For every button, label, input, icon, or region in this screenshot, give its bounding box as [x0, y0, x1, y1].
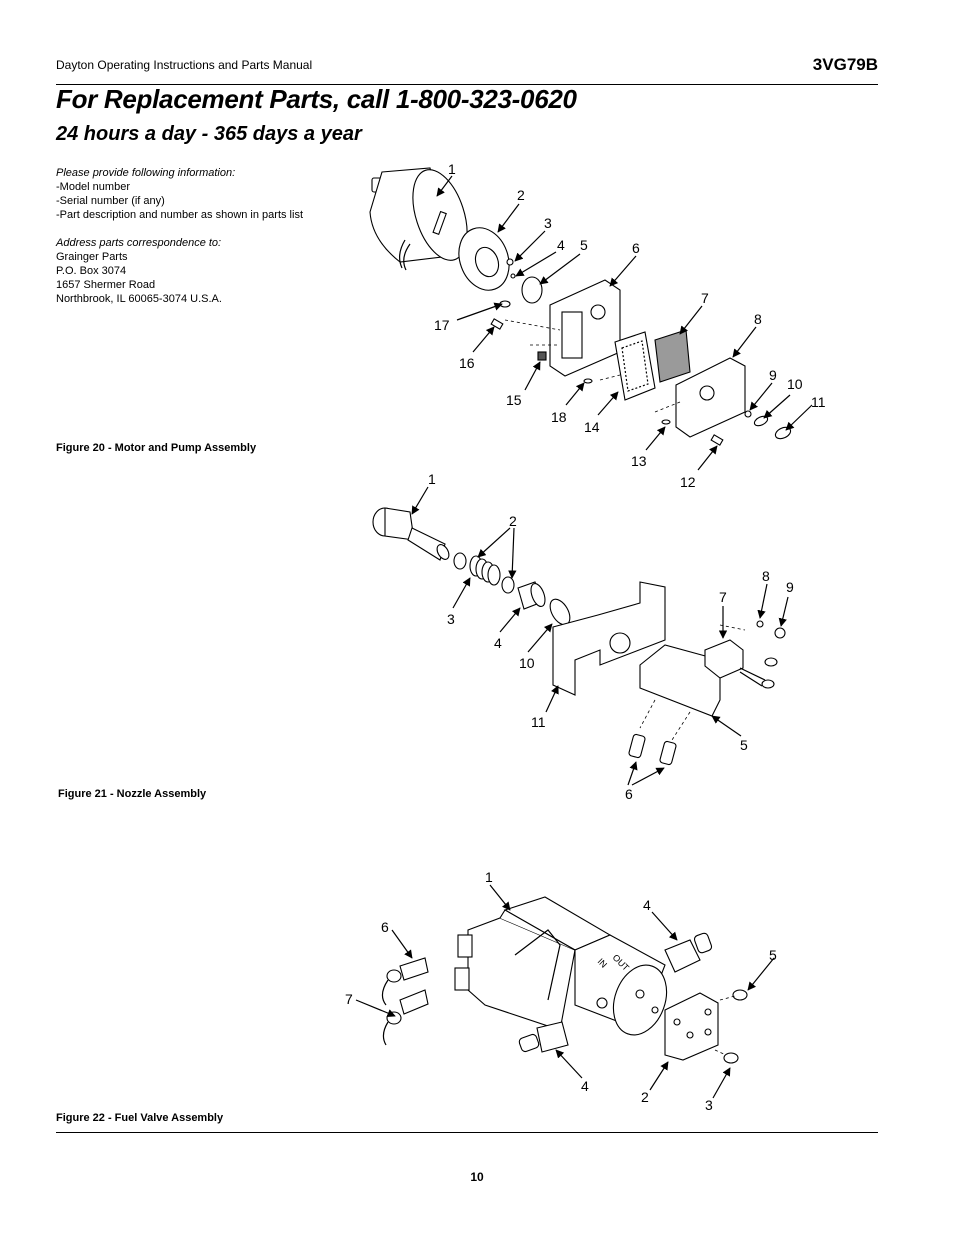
motor-part [369, 167, 468, 271]
pump-flange-part [458, 227, 510, 291]
rotor-part [521, 276, 543, 304]
wire-connector-part [381, 957, 429, 1046]
callout-label: 4 [643, 897, 651, 913]
electrode-block-part [639, 644, 721, 717]
callout-label: 4 [494, 635, 502, 651]
callout-label: 1 [428, 471, 436, 487]
callout-label: 7 [719, 589, 727, 605]
fitting-part [518, 932, 713, 1053]
callout-label: 3 [447, 611, 455, 627]
washer-part [453, 552, 467, 570]
figure-22-caption: Figure 22 - Fuel Valve Assembly [56, 1112, 224, 1124]
screw-part [732, 989, 748, 1001]
model-number: 3VG79B [812, 55, 878, 74]
info-block: Please provide following information: -M… [56, 166, 303, 306]
end-cover-part [675, 357, 746, 438]
terminal-part [704, 639, 744, 679]
info-item: -Serial number (if any) [56, 195, 165, 207]
terminal-tab-part [457, 934, 473, 958]
callout-label: 2 [509, 513, 517, 529]
address-line: Northbrook, IL 60065-3074 U.S.A. [56, 293, 222, 305]
callout-label: 1 [448, 161, 456, 177]
callout-label: 10 [787, 376, 803, 392]
callout-label: 9 [769, 367, 777, 383]
nozzle-tip-part [628, 733, 677, 766]
spring-part [469, 555, 501, 586]
callout-label: 13 [631, 453, 647, 469]
terminal-tab-part [454, 967, 470, 991]
callout-label: 2 [517, 187, 525, 203]
callout-label: 1 [485, 869, 493, 885]
callout-label: 4 [581, 1078, 589, 1094]
nozzle-body-part [372, 507, 450, 561]
callout-label: 17 [434, 317, 450, 333]
info-prompt: Please provide following information: [56, 167, 236, 179]
callout-label: 5 [740, 737, 748, 753]
callout-label: 5 [769, 947, 777, 963]
screw-part [723, 1052, 739, 1064]
bracket-part [552, 581, 666, 696]
callout-label: 11 [531, 714, 546, 730]
callout-label: 3 [544, 215, 552, 231]
figure-21-caption: Figure 21 - Nozzle Assembly [58, 788, 207, 800]
valve-body-part [574, 934, 668, 1036]
callout-label: 15 [506, 392, 522, 408]
info-item: -Part description and number as shown in… [56, 209, 304, 221]
address-line: P.O. Box 3074 [56, 265, 127, 277]
address-line: Grainger Parts [56, 251, 128, 263]
cylinder-part [517, 581, 546, 610]
washer-part [501, 576, 515, 594]
callout-label: 6 [632, 240, 640, 256]
callout-label: 6 [381, 919, 389, 935]
callout-label: 18 [551, 409, 567, 425]
manual-title: Dayton Operating Instructions and Parts … [56, 58, 313, 72]
address-prompt: Address parts correspondence to: [56, 237, 222, 249]
address-line: 1657 Shermer Road [56, 279, 156, 291]
callout-label: 11 [811, 394, 826, 410]
page-subtitle: 24 hours a day - 365 days a year [56, 123, 362, 145]
callout-label: 8 [754, 311, 762, 327]
callout-label: 9 [786, 579, 794, 595]
info-item: -Model number [56, 181, 130, 193]
footer-rule [56, 1132, 878, 1133]
page-title: For Replacement Parts, call 1-800-323-06… [56, 84, 577, 114]
mount-bracket-part [664, 992, 719, 1061]
callout-label: 7 [701, 290, 709, 306]
header-rule [56, 84, 878, 85]
callout-label: 4 [557, 237, 565, 253]
callout-label: 14 [584, 419, 600, 435]
callout-label: 12 [680, 474, 696, 490]
callout-label: 8 [762, 568, 770, 584]
callout-label: 2 [641, 1089, 649, 1105]
filter-frame-part [614, 331, 656, 401]
filter-part [654, 329, 691, 383]
callout-label: 16 [459, 355, 475, 371]
callout-label: 6 [625, 786, 633, 802]
callout-label: 3 [705, 1097, 713, 1113]
callout-label: 5 [580, 237, 588, 253]
callout-label: 10 [519, 655, 535, 671]
page-number: 10 [470, 1170, 484, 1184]
callout-label: 7 [345, 991, 353, 1007]
figure-20-caption: Figure 20 - Motor and Pump Assembly [56, 442, 257, 454]
